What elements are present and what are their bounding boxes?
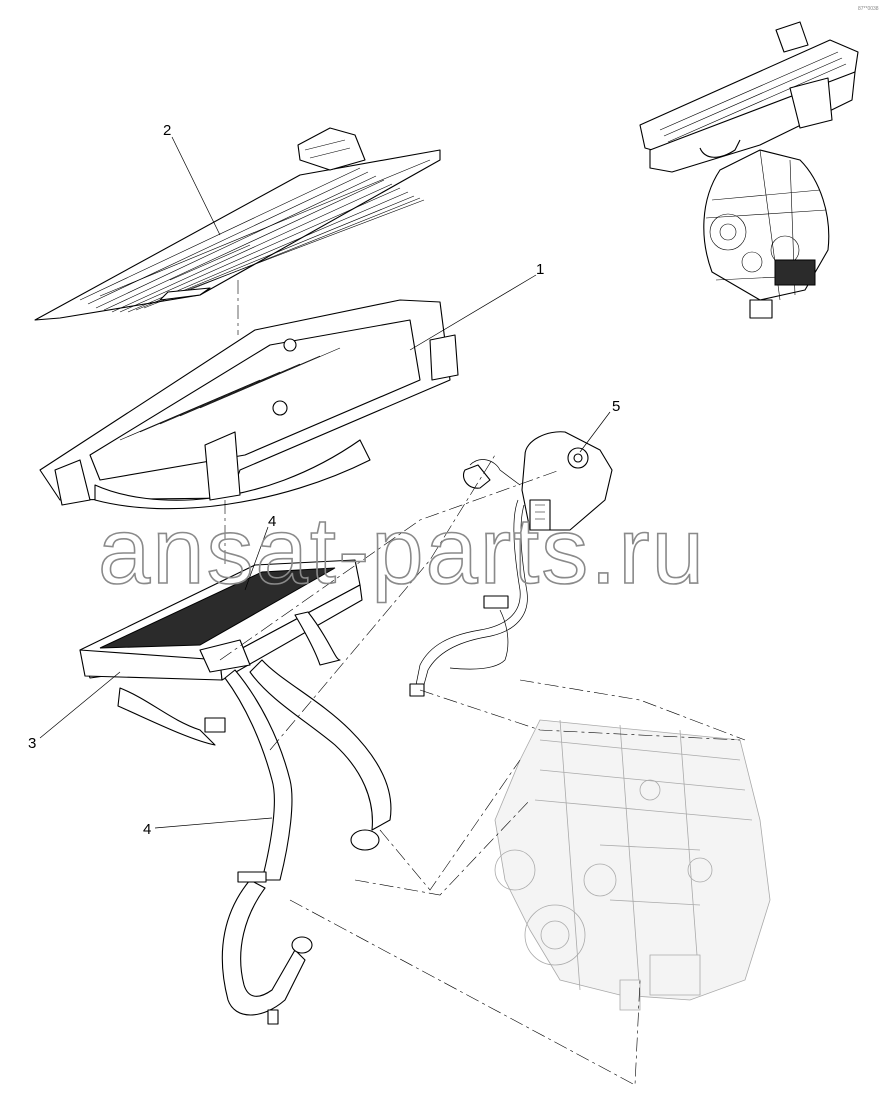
corner-reference-code: 87**0038 [858, 6, 879, 12]
callouts: 2 1 5 4 3 4 [28, 122, 620, 838]
engine-ghost [494, 719, 771, 1011]
assembly-relation-lines [219, 280, 746, 1086]
part-1-radiator-frame [39, 299, 459, 510]
callout-3: 3 [28, 735, 36, 752]
part-4-pipes [117, 611, 392, 1025]
part-2-top-screen [34, 127, 441, 321]
callout-2: 2 [163, 122, 171, 139]
callout-5: 5 [612, 398, 620, 415]
callout-4-upper: 4 [268, 513, 276, 530]
assembly-thumbnail [639, 21, 859, 319]
callout-4-lower: 4 [143, 821, 151, 838]
part-3-charge-air-cooler [79, 559, 363, 681]
part-5-expansion-tank [409, 431, 613, 697]
watermark: ansat-parts.ru [98, 498, 706, 603]
callout-1: 1 [536, 261, 544, 278]
